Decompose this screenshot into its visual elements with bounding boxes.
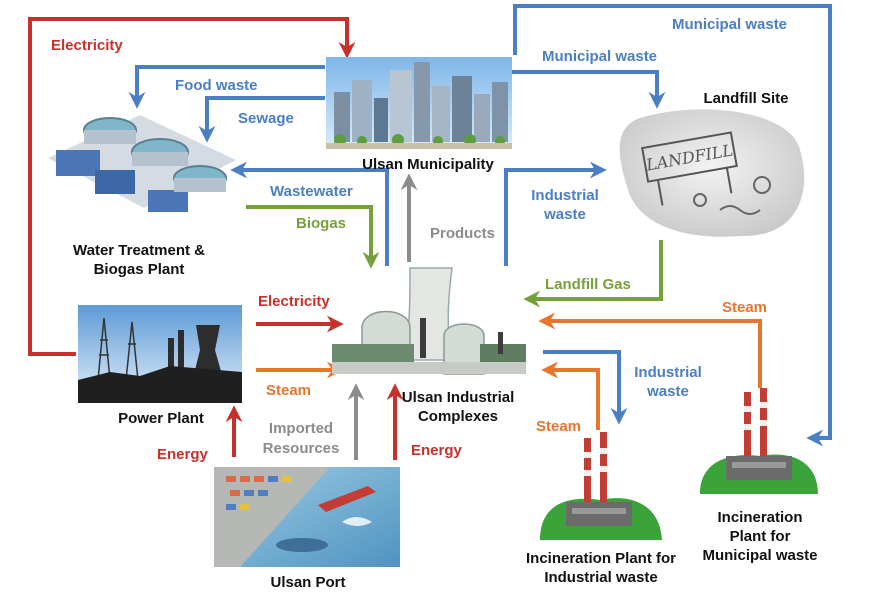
arrow-industrial-waste-up xyxy=(504,161,607,266)
flow-arrows xyxy=(28,4,832,460)
port-illustration xyxy=(214,467,400,567)
arrow-electricity-top xyxy=(28,17,356,356)
arrow-steam-right xyxy=(538,312,762,388)
flow-labels: Electricity Food waste Sewage Municipal … xyxy=(51,16,787,463)
label-energy-left: Energy xyxy=(157,446,209,463)
label-biogas: Biogas xyxy=(296,215,346,232)
incineration-municipal-label-line1: Incineration xyxy=(717,509,802,526)
arrow-sewage xyxy=(198,96,325,143)
water-treatment-label-line1: Water Treatment & xyxy=(73,242,205,259)
industrial-complex-illustration xyxy=(332,267,526,375)
incineration-industrial-label-line1: Incineration Plant for xyxy=(526,550,676,567)
industrial-complex-label-line1: Ulsan Industrial xyxy=(402,389,515,406)
arrow-municipal-waste-top xyxy=(513,4,832,447)
label-imported-2: Resources xyxy=(263,440,340,457)
label-landfill-gas: Landfill Gas xyxy=(545,276,631,293)
label-products: Products xyxy=(430,225,495,242)
label-imported-1: Imported xyxy=(269,420,333,437)
label-food-waste: Food waste xyxy=(175,77,258,94)
water-treatment-illustration xyxy=(48,115,236,212)
landfill-label: Landfill Site xyxy=(703,90,788,107)
arrow-landfill-gas xyxy=(523,240,663,308)
landfill-illustration: LANDFILL xyxy=(619,109,805,237)
label-industrial-waste-up-2: waste xyxy=(543,206,586,223)
label-municipal-waste-top: Municipal waste xyxy=(672,16,787,33)
power-plant-label: Power Plant xyxy=(118,410,204,427)
incineration-municipal-label-line2: Plant for xyxy=(730,528,791,545)
power-plant-illustration xyxy=(78,305,242,403)
municipality-illustration xyxy=(326,57,512,149)
label-sewage: Sewage xyxy=(238,110,294,127)
label-industrial-waste-down-1: Industrial xyxy=(634,364,702,381)
incineration-industrial-label-line2: Industrial waste xyxy=(544,569,657,586)
label-electricity-top: Electricity xyxy=(51,37,123,54)
arrow-industrial-waste-down xyxy=(543,350,628,425)
label-industrial-waste-down-2: waste xyxy=(646,383,689,400)
label-wastewater: Wastewater xyxy=(270,183,353,200)
municipality-label: Ulsan Municipality xyxy=(362,156,494,173)
label-steam-power: Steam xyxy=(266,382,311,399)
arrow-biogas xyxy=(246,205,380,269)
arrow-food-waste xyxy=(128,65,325,109)
incineration-municipal-label-line3: Municipal waste xyxy=(702,547,817,564)
arrow-steam-incin xyxy=(541,361,600,430)
industrial-complex-label-line2: Complexes xyxy=(418,408,498,425)
incineration-industrial-illustration xyxy=(540,432,662,540)
arrow-municipal-waste-mid xyxy=(512,70,666,109)
incineration-municipal-illustration xyxy=(700,388,818,494)
port-label: Ulsan Port xyxy=(270,574,345,591)
water-treatment-label-line2: Biogas Plant xyxy=(94,261,185,278)
label-steam-right: Steam xyxy=(722,299,767,316)
label-municipal-waste-mid: Municipal waste xyxy=(542,48,657,65)
label-electricity-power: Electricity xyxy=(258,293,330,310)
arrow-wastewater xyxy=(230,161,389,266)
label-steam-incin: Steam xyxy=(536,418,581,435)
label-energy-port: Energy xyxy=(411,442,463,459)
label-industrial-waste-up-1: Industrial xyxy=(531,187,599,204)
